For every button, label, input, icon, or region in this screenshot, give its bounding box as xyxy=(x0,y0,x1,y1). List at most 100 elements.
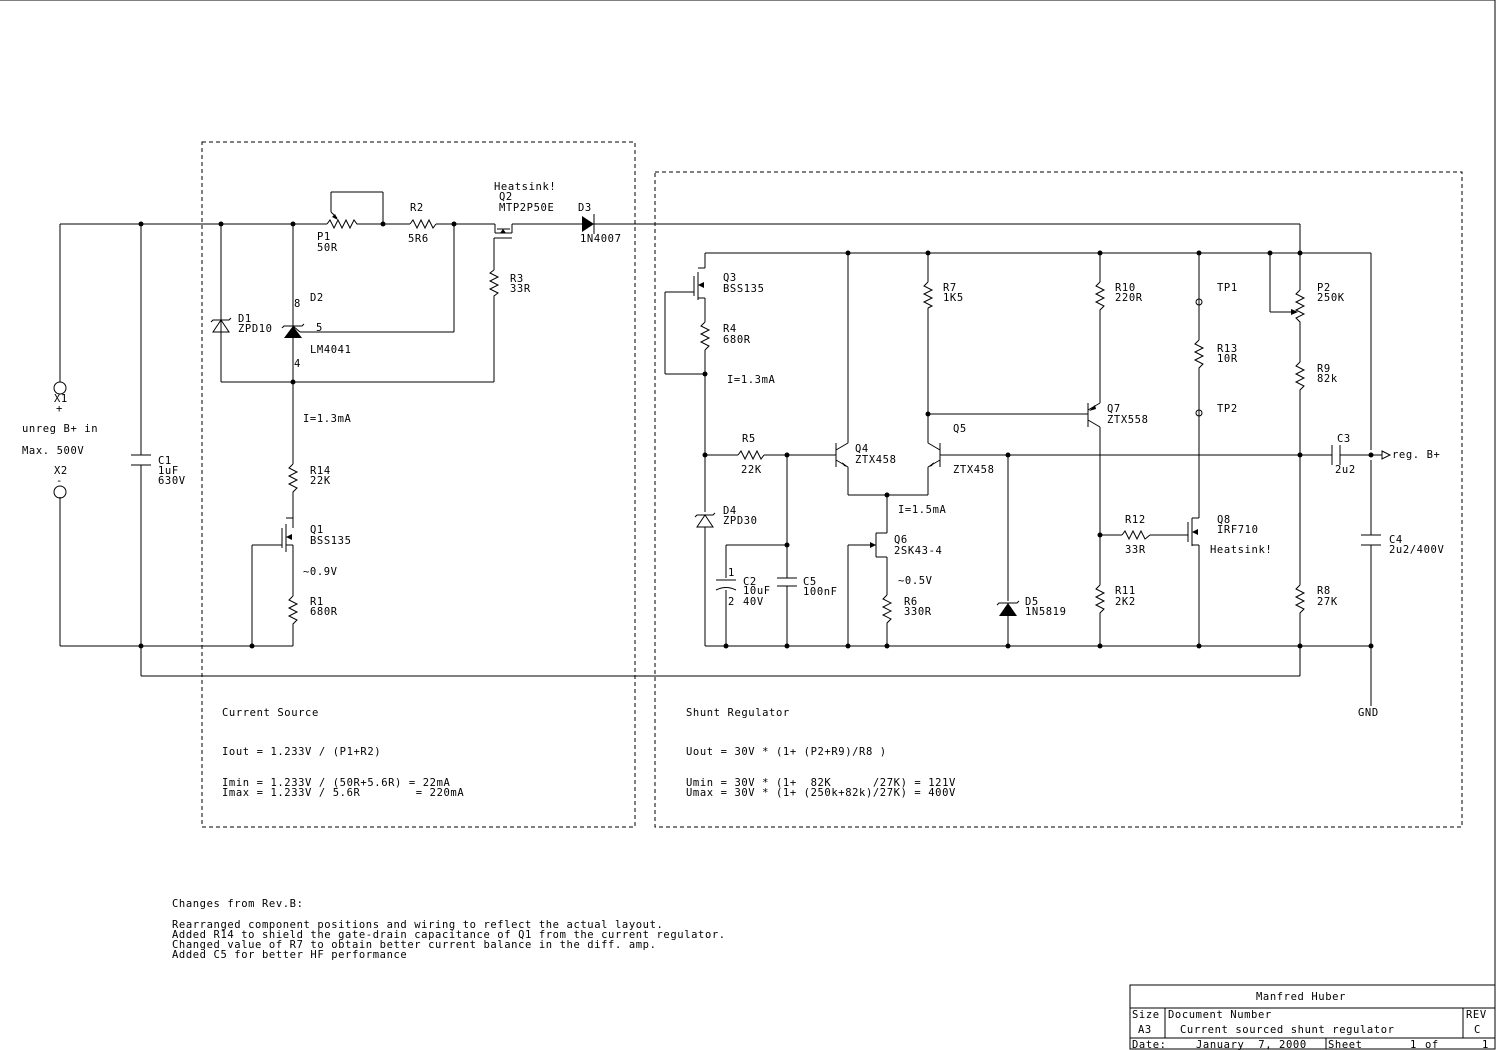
x1-terminal[interactable] xyxy=(53,381,67,395)
q6-jfet xyxy=(870,532,887,558)
r9-resistor xyxy=(1294,361,1306,392)
q1-ref: Q1 xyxy=(310,524,324,536)
d2-reference xyxy=(281,323,305,338)
r7-ref: R7 xyxy=(943,282,957,294)
r6-value: 330R xyxy=(904,606,932,618)
q8-mosfet xyxy=(1182,517,1199,546)
c4-capacitor xyxy=(1361,534,1381,546)
q3-mosfet xyxy=(693,267,705,300)
shunt-regulator-umin: Umin = 30V * (1+ 82K /27K) = 121V xyxy=(686,777,956,789)
c1-capacitor xyxy=(131,454,151,466)
q7-transistor xyxy=(1087,402,1101,428)
d1-ref: D1 xyxy=(238,313,252,325)
title-block-title: Current sourced shunt regulator xyxy=(1180,1024,1395,1036)
input-label: unreg B+ in xyxy=(22,423,98,435)
r9-ref: R9 xyxy=(1317,363,1331,375)
x2-ref: X2 xyxy=(54,465,68,477)
d2-pin4: 4 xyxy=(294,358,301,370)
q5-value: ZTX458 xyxy=(953,464,995,476)
gnd-label: GND xyxy=(1358,707,1379,719)
title-block-rev-label: REV xyxy=(1466,1009,1487,1021)
x2-pol: - xyxy=(56,475,63,487)
r3-value: 33R xyxy=(510,283,531,295)
d2-ref: D2 xyxy=(310,292,324,304)
q5-transistor xyxy=(927,442,941,468)
tp2-label: TP2 xyxy=(1217,403,1238,415)
r12-value: 33R xyxy=(1125,544,1146,556)
output-port-arrow xyxy=(1381,450,1392,460)
p2-ref: P2 xyxy=(1317,282,1331,294)
q1-mosfet xyxy=(281,517,294,552)
shunt-regulator-uout: Uout = 30V * (1+ (P2+R9)/R8 ) xyxy=(686,746,887,758)
d4-zener xyxy=(694,512,716,528)
r10-resistor xyxy=(1094,281,1106,312)
r3-ref: R3 xyxy=(510,273,524,285)
i-current-source: I=1.3mA xyxy=(303,413,352,425)
c5-ref: C5 xyxy=(803,576,817,588)
title-block-sheet-label: Sheet xyxy=(1328,1039,1363,1050)
c2-ref: C2 xyxy=(743,576,757,588)
c5-capacitor xyxy=(777,577,797,587)
title-block-size-value: A3 xyxy=(1138,1024,1152,1036)
r8-value: 27K xyxy=(1317,596,1338,608)
x2-terminal[interactable] xyxy=(53,485,67,499)
title-block-docnum-label: Document Number xyxy=(1168,1009,1272,1021)
q7-value: ZTX558 xyxy=(1107,414,1149,426)
q2-ref: Q2 xyxy=(499,191,513,203)
r4-resistor xyxy=(699,321,711,351)
c2-capacitor xyxy=(715,579,737,591)
r1-resistor xyxy=(287,595,299,627)
changes-title: Changes from Rev.B: xyxy=(172,898,304,910)
tp1-label: TP1 xyxy=(1217,282,1238,294)
r4-ref: R4 xyxy=(723,323,737,335)
c2-rating: 40V xyxy=(743,596,764,608)
d3-value: 1N4007 xyxy=(580,233,622,245)
current-source-imax: Imax = 1.233V / 5.6R = 220mA xyxy=(222,787,464,799)
changes-line-3: Changed value of R7 to obtain better cur… xyxy=(172,939,657,951)
tp1-testpoint[interactable] xyxy=(1195,298,1203,306)
r8-ref: R8 xyxy=(1317,585,1331,597)
d5-value: 1N5819 xyxy=(1025,606,1067,618)
d1-value: ZPD10 xyxy=(238,323,273,335)
r14-value: 22K xyxy=(310,475,331,487)
q1-value: BSS135 xyxy=(310,535,352,547)
c4-value: 2u2/400V xyxy=(1389,544,1444,556)
title-block-date-label: Date: xyxy=(1132,1039,1167,1050)
changes-line-1: Rearranged component positions and wirin… xyxy=(172,919,663,931)
d4-ref: D4 xyxy=(723,505,737,517)
r3-resistor xyxy=(488,269,500,300)
x1-ref: X1 xyxy=(54,393,68,405)
r13-resistor xyxy=(1193,339,1205,370)
p1-value: 50R xyxy=(317,242,338,254)
q3-value: BSS135 xyxy=(723,283,765,295)
q8-ref: Q8 xyxy=(1217,514,1231,526)
tp2-testpoint[interactable] xyxy=(1195,409,1203,417)
current-source-iout: Iout = 1.233V / (P1+R2) xyxy=(222,746,381,758)
r4-value: 680R xyxy=(723,334,751,346)
q6-value: 2SK43-4 xyxy=(894,545,942,557)
q2-heatsink: Heatsink! xyxy=(494,181,556,193)
r9-value: 82k xyxy=(1317,373,1338,385)
title-block-rev-value: C xyxy=(1474,1024,1481,1036)
r7-resistor xyxy=(922,281,934,309)
q1-voltage: ~0.9V xyxy=(303,566,338,578)
c3-value: 2u2 xyxy=(1335,464,1356,476)
r13-ref: R13 xyxy=(1217,343,1238,355)
c5-value: 100nF xyxy=(803,586,838,598)
component-labels: X1 + unreg B+ in Max. 500V X2 - C1 1uF 6… xyxy=(22,181,1444,719)
q4-ref: Q4 xyxy=(855,443,869,455)
d3-ref: D3 xyxy=(578,202,592,214)
r8-resistor xyxy=(1294,584,1306,615)
r6-ref: R6 xyxy=(904,596,918,608)
d5-ref: D5 xyxy=(1025,596,1039,608)
input-max: Max. 500V xyxy=(22,445,84,457)
q2-value: MTP2P50E xyxy=(499,202,554,214)
c1-ref: C1 xyxy=(158,455,172,467)
q6-ref: Q6 xyxy=(894,534,908,546)
c2-pin1: 1 xyxy=(728,567,735,579)
output-label: reg. B+ xyxy=(1392,449,1440,461)
r11-value: 2K2 xyxy=(1115,596,1136,608)
q4-transistor xyxy=(835,442,849,468)
x1-pol: + xyxy=(56,403,63,415)
